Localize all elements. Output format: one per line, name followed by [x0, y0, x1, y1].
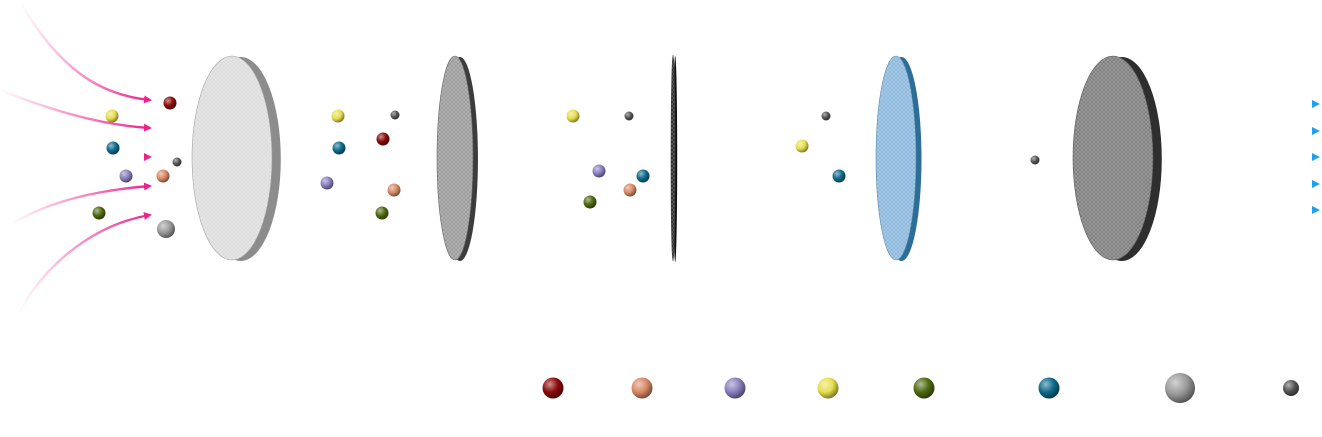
particle-teal	[832, 169, 846, 183]
particle-teal	[106, 141, 120, 155]
outlet-arrows	[1168, 100, 1320, 214]
particle-dark-red	[163, 96, 177, 110]
inlet-arrow	[18, 1, 152, 104]
particle-lavender	[592, 164, 606, 178]
stage-1-particles	[92, 96, 182, 238]
membrane-face	[436, 55, 474, 261]
legend-sphere-large-gray	[1165, 373, 1195, 403]
membrane-face	[670, 54, 676, 262]
stage-4-particles	[795, 111, 846, 183]
legend-sphere-lavender	[724, 377, 746, 399]
inlet-arrow	[0, 88, 152, 132]
particle-small-gray	[624, 111, 634, 121]
particle-teal	[332, 141, 346, 155]
stage-3-particles	[566, 109, 650, 209]
particle-olive	[583, 195, 597, 209]
membrane-1	[191, 55, 281, 261]
membrane-5	[1072, 55, 1162, 261]
legend-sphere-olive	[913, 377, 935, 399]
particle-salmon	[387, 183, 401, 197]
inlet-arrow	[9, 182, 152, 227]
particle-small-gray	[390, 110, 400, 120]
particle-salmon	[156, 169, 170, 183]
legend-sphere-salmon	[631, 377, 653, 399]
legend-sphere-teal	[1038, 377, 1060, 399]
particle-salmon	[623, 183, 637, 197]
legend-sphere-yellow	[817, 377, 839, 399]
membrane-4	[875, 55, 922, 261]
inlet-arrow	[16, 212, 152, 316]
particle-yellow	[795, 139, 809, 153]
stage-5-particles	[1030, 155, 1040, 165]
particle-small-gray	[1030, 155, 1040, 165]
particle-yellow	[331, 109, 345, 123]
particle-small-gray	[172, 157, 182, 167]
legend-sphere-small-gray	[1283, 380, 1299, 396]
legend-sphere-dark-red	[542, 377, 564, 399]
particle-lavender	[320, 176, 334, 190]
inlet-arrows	[0, 1, 152, 316]
membrane-face	[191, 55, 273, 261]
legend	[542, 373, 1299, 403]
particle-olive	[92, 206, 106, 220]
particles	[92, 96, 1040, 238]
membrane-3	[670, 54, 678, 262]
particle-dark-red	[376, 132, 390, 146]
particle-olive	[375, 206, 389, 220]
particle-yellow	[105, 109, 119, 123]
particle-large-gray	[157, 220, 175, 238]
membrane-2	[436, 55, 478, 261]
membrane-face	[875, 55, 917, 261]
particle-teal	[636, 169, 650, 183]
membranes	[191, 54, 1162, 262]
stage-2-particles	[320, 109, 401, 220]
particle-lavender	[119, 169, 133, 183]
membrane-face	[1072, 55, 1154, 261]
particle-yellow	[566, 109, 580, 123]
particle-small-gray	[821, 111, 831, 121]
